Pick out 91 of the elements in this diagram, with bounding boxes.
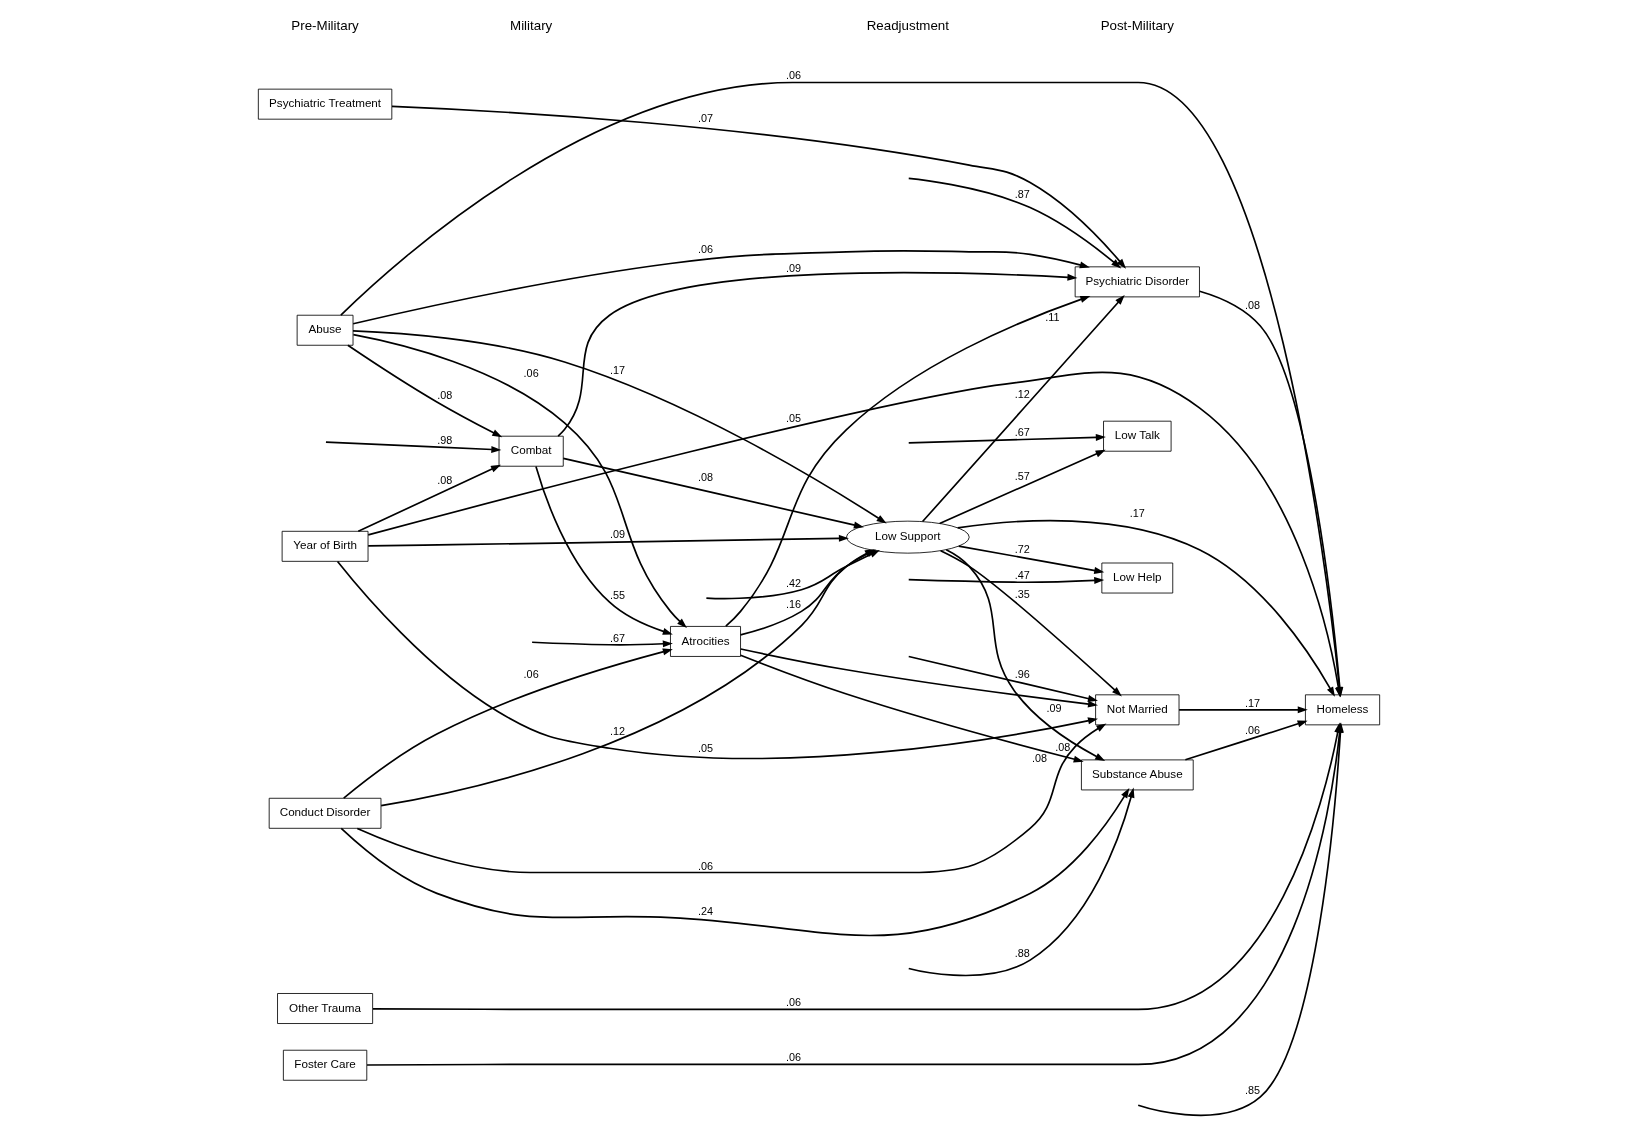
edge-label: .08 xyxy=(436,474,452,487)
label: Military xyxy=(509,17,552,33)
arrow xyxy=(907,433,1106,444)
edge-label: .17 xyxy=(1129,507,1145,520)
arrow xyxy=(342,640,673,799)
arrow xyxy=(336,560,1098,760)
edge-label: .35 xyxy=(1014,588,1030,601)
node-box: Substance Abuse xyxy=(1080,759,1194,791)
edge-label: .06 xyxy=(697,242,713,255)
label: Readjustment xyxy=(866,17,949,33)
edge-label: .11 xyxy=(1044,311,1059,324)
edge-label: .09 xyxy=(1045,701,1062,714)
edge-label: .17 xyxy=(609,363,625,376)
edge-label: .12 xyxy=(1014,388,1030,401)
arrow xyxy=(739,648,1098,708)
node-box: Other Trauma xyxy=(276,993,373,1024)
node-box: Atrocities xyxy=(669,626,741,657)
edge-label: .08 xyxy=(436,388,452,401)
node-box: Not Married xyxy=(1094,694,1179,726)
arrow xyxy=(356,464,501,533)
arrow xyxy=(1184,720,1308,761)
node-box: Psychiatric Disorder xyxy=(1074,266,1200,298)
edge-label: .06 xyxy=(785,1051,801,1064)
edge-label: .06 xyxy=(785,996,801,1009)
arrow xyxy=(956,519,1335,697)
edge-label: .42 xyxy=(785,576,801,589)
arrow xyxy=(534,465,673,635)
node-box: Combat xyxy=(498,435,564,467)
arrow xyxy=(921,295,1125,523)
node-box: Low Talk xyxy=(1102,420,1171,452)
edge-label: .88 xyxy=(1014,947,1030,960)
arrow xyxy=(339,787,1134,937)
edge-label: .08 xyxy=(1031,752,1047,765)
edge-label: .47 xyxy=(1014,569,1030,582)
edge-label: .08 xyxy=(1244,298,1260,311)
node-box: Low Help xyxy=(1100,562,1173,594)
node-box: Foster Care xyxy=(282,1049,367,1081)
edge-label: .24 xyxy=(697,904,713,917)
arrow xyxy=(907,576,1104,584)
label: Post-Military xyxy=(1100,17,1174,33)
arrow xyxy=(724,296,1090,628)
arrow xyxy=(957,545,1104,574)
edge-label: .57 xyxy=(1014,469,1030,482)
edge-label: .67 xyxy=(609,631,625,644)
arrow xyxy=(346,344,502,438)
edge-label: .87 xyxy=(1014,187,1030,200)
edge-label: .08 xyxy=(697,470,713,483)
arrow xyxy=(907,655,1098,708)
edge-label: .98 xyxy=(436,434,452,447)
arrow xyxy=(938,449,1106,525)
label: Pre-Military xyxy=(290,17,359,33)
arrow xyxy=(324,441,501,453)
edge-label: .06 xyxy=(523,668,539,681)
arrow xyxy=(530,640,673,656)
arrow xyxy=(355,723,1106,874)
edge-label: .55 xyxy=(609,589,625,602)
arrow xyxy=(366,534,849,547)
edge-label: .67 xyxy=(1014,425,1030,438)
edge-label: .05 xyxy=(785,411,801,424)
arrow xyxy=(351,249,1090,325)
arrow xyxy=(907,177,1126,269)
arrow xyxy=(907,787,1134,977)
edge-label: .16 xyxy=(785,598,801,611)
edge-label: .08 xyxy=(1054,741,1070,754)
arrow xyxy=(939,549,1122,697)
edge-label: .06 xyxy=(697,859,713,872)
node-box: Conduct Disorder xyxy=(268,797,381,829)
edge-label: .96 xyxy=(1014,668,1030,681)
arrow xyxy=(556,271,1077,437)
edge-label: .17 xyxy=(1244,696,1260,709)
edge-label: .06 xyxy=(1244,723,1260,736)
arrow xyxy=(1177,706,1308,714)
node-box: Psychiatric Treatment xyxy=(257,88,392,120)
edge-label: .06 xyxy=(523,367,539,380)
arrow xyxy=(944,548,1105,761)
arrow xyxy=(390,105,1126,269)
node-box: Year of Birth xyxy=(281,530,368,562)
arrow xyxy=(739,654,1084,763)
arrow xyxy=(351,330,887,524)
edge-label: .72 xyxy=(1014,543,1030,556)
edge-label: .06 xyxy=(785,69,801,82)
edge-label: .09 xyxy=(609,528,625,541)
node-box: Homeless xyxy=(1304,694,1380,726)
edge-label: .09 xyxy=(785,262,801,275)
arrow xyxy=(352,333,687,628)
node-box: Abuse xyxy=(296,314,353,346)
edge-label: .85 xyxy=(1244,1083,1260,1096)
edge-label: .12 xyxy=(609,725,625,738)
edge-label: .07 xyxy=(697,112,713,125)
edge-label: .05 xyxy=(697,741,713,754)
arrow xyxy=(561,457,864,529)
